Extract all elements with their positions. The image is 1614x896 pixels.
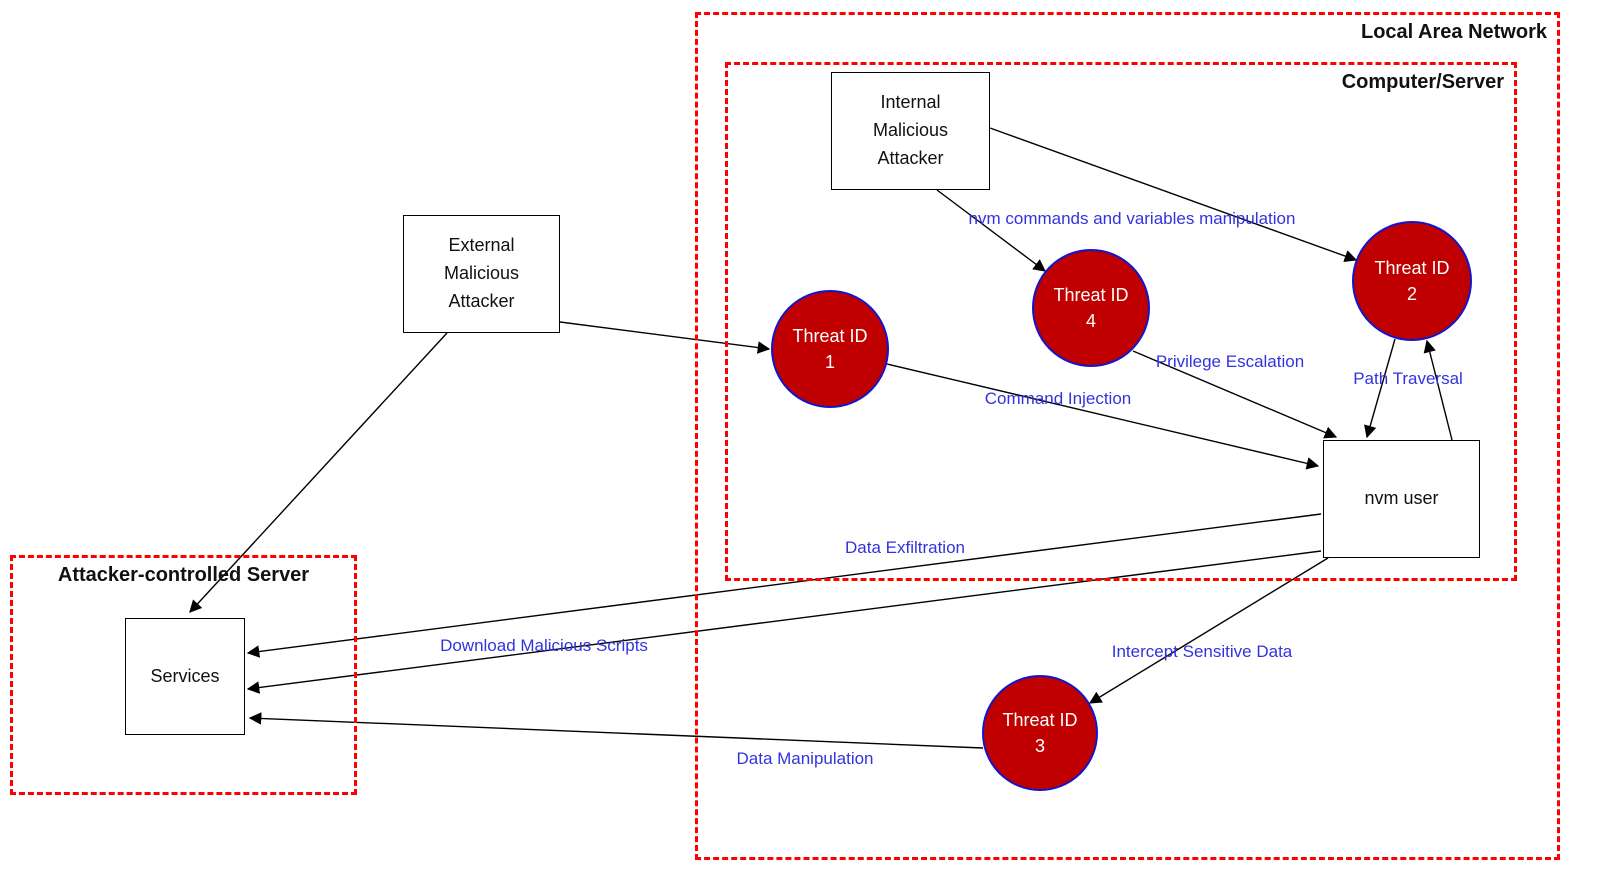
node-external-malicious-attacker[interactable]: External Malicious Attacker <box>403 215 560 333</box>
boundary-computer-server: Computer/Server <box>725 62 1517 581</box>
threat-circle-3[interactable]: Threat ID 3 <box>982 675 1098 791</box>
threat-circle-4-text: Threat ID 4 <box>1053 282 1128 334</box>
threat-circle-1[interactable]: Threat ID 1 <box>771 290 889 408</box>
node-label-nvm-user: nvm user <box>1364 488 1439 509</box>
threat-title: Threat ID <box>1374 257 1450 278</box>
arrow-nvm-user-to-services-download <box>246 550 1322 694</box>
edge-label-data-manipulation: Data Manipulation <box>736 749 874 768</box>
threat-number: 1 <box>824 352 835 372</box>
threat-number: 4 <box>1085 311 1096 331</box>
threat-number: 2 <box>1406 284 1417 304</box>
boundary-label-local-area-network: Local Area Network <box>1361 21 1547 43</box>
threat-circle-2[interactable]: Threat ID 2 <box>1352 221 1472 341</box>
node-nvm-user[interactable]: nvm user <box>1323 440 1480 558</box>
arrow-threat-1-to-nvm-user <box>886 363 1320 470</box>
threat-number: 3 <box>1034 736 1045 756</box>
arrow-external-attacker-to-services <box>189 332 448 613</box>
boundary-local-area-network: Local Area Network <box>695 12 1560 860</box>
boundary-label-computer-server: Computer/Server <box>1341 71 1504 93</box>
threat-circle-3-text: Threat ID 3 <box>1002 707 1077 759</box>
arrow-internal-attacker-to-threat-4 <box>936 189 1047 272</box>
node-label-services: Services <box>150 665 220 686</box>
node-services[interactable]: Services <box>125 618 245 735</box>
arrow-external-attacker-to-threat-1 <box>559 321 771 354</box>
boundary-label-attacker-controlled-server: Attacker-controlled Server <box>57 564 310 586</box>
edge-label-nvm-commands-manipulation: nvm commands and variables manipulation <box>968 209 1296 228</box>
edge-label-privilege-escalation: Privilege Escalation <box>1155 352 1305 371</box>
threat-circle-1-text: Threat ID 1 <box>792 323 867 375</box>
edge-label-path-traversal: Path Traversal <box>1353 369 1463 388</box>
edge-label-data-exfiltration: Data Exfiltration <box>845 538 965 557</box>
node-internal-malicious-attacker[interactable]: Internal Malicious Attacker <box>831 72 990 190</box>
arrow-nvm-user-to-services-exfiltration <box>246 513 1322 658</box>
threat-circle-4[interactable]: Threat ID 4 <box>1032 249 1150 367</box>
arrow-nvm-user-to-threat-3 <box>1088 557 1329 704</box>
arrow-nvm-user-to-threat-2 <box>1423 339 1453 441</box>
node-label-external-malicious-attacker: External Malicious Attacker <box>443 235 520 311</box>
threat-title: Threat ID <box>1053 284 1129 305</box>
edge-label-download-malicious-scripts: Download Malicious Scripts <box>440 636 648 655</box>
threat-circle-2-text: Threat ID 2 <box>1374 255 1449 307</box>
arrow-threat-3-to-services <box>248 712 984 749</box>
boundary-attacker-controlled-server: Attacker-controlled Server <box>10 555 357 795</box>
edge-label-command-injection: Command Injection <box>984 389 1132 408</box>
node-label-internal-malicious-attacker: Internal Malicious Attacker <box>872 92 949 168</box>
arrow-internal-attacker-to-threat-2 <box>989 127 1358 263</box>
threat-title: Threat ID <box>792 325 868 346</box>
arrow-threat-2-to-nvm-user <box>1364 338 1396 439</box>
threat-title: Threat ID <box>1002 709 1078 730</box>
arrow-threat-4-to-nvm-user <box>1132 350 1338 439</box>
edge-label-intercept-sensitive-data: Intercept Sensitive Data <box>1111 642 1293 661</box>
